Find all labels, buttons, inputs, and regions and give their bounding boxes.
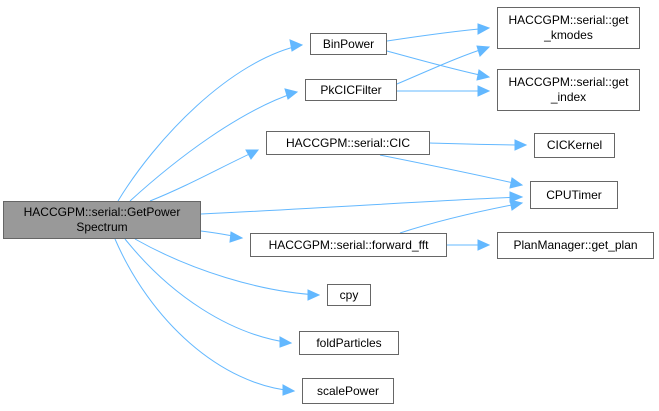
edge-root-foldparticles	[124, 238, 292, 344]
arrowhead-cic-cputimer	[509, 177, 524, 189]
arrowhead-root-scalepower	[282, 384, 296, 396]
arrowhead-root-forward-fft	[229, 231, 244, 243]
edge-root-binpower	[117, 44, 303, 202]
node-foldparticles[interactable]: foldParticles	[299, 331, 399, 355]
node-getpowerspectrum[interactable]: HACCGPM::serial::GetPower Spectrum	[3, 201, 201, 239]
node-forward-fft-label: HACCGPM::serial::forward_fft	[268, 237, 429, 252]
node-get-kmodes[interactable]: HACCGPM::serial::get _kmodes	[497, 7, 640, 49]
node-get-index-line2: _index	[550, 90, 587, 104]
edge-binpower-index	[386, 50, 490, 78]
arrowhead-pkcic-index	[477, 85, 491, 97]
node-cputimer-label: CPUTimer	[546, 187, 602, 202]
node-cickernel[interactable]: CICKernel	[534, 133, 615, 158]
edge-cic-cputimer	[379, 154, 523, 186]
edge-root-pkcicfilter	[129, 91, 298, 202]
edge-fft-cputimer	[399, 202, 523, 234]
node-planmanager-get-plan[interactable]: PlanManager::get_plan	[497, 232, 654, 259]
node-get-index[interactable]: HACCGPM::serial::get _index	[497, 69, 640, 111]
node-binpower[interactable]: BinPower	[310, 33, 387, 55]
arrowhead-pkcic-kmodes	[476, 45, 491, 57]
edge-root-scalepower	[114, 238, 295, 392]
node-foldparticles-label: foldParticles	[316, 335, 382, 350]
node-pkcicfilter[interactable]: PkCICFilter	[305, 79, 397, 101]
arrowhead-root-cputimer	[509, 191, 524, 203]
arrowhead-binpower-index	[476, 69, 491, 81]
node-pkcicfilter-label: PkCICFilter	[320, 82, 382, 97]
node-cickernel-label: CICKernel	[546, 138, 603, 152]
node-cputimer[interactable]: CPUTimer	[530, 181, 618, 209]
arrowhead-root-cic	[245, 149, 260, 160]
arrowhead-root-pkcicfilter	[284, 88, 299, 100]
arrowhead-root-foldparticles	[279, 336, 293, 348]
arrowhead-root-binpower	[289, 39, 304, 52]
edge-binpower-kmodes	[386, 27, 490, 42]
node-scalepower-label: scalePower	[316, 383, 380, 398]
edge-root-cpy	[134, 238, 320, 296]
node-cpy-label: cpy	[339, 287, 359, 302]
edge-root-cic	[149, 149, 259, 202]
node-binpower-label: BinPower	[322, 36, 375, 51]
node-get-kmodes-line2: _kmodes	[544, 28, 593, 42]
edge-pkcic-kmodes	[396, 46, 490, 85]
node-forward-fft[interactable]: HACCGPM::serial::forward_fft	[250, 233, 447, 257]
node-get-index-line1: HACCGPM::serial::get	[508, 75, 629, 89]
arrowhead-binpower-kmodes	[477, 23, 491, 35]
edge-root-cputimer	[200, 196, 523, 215]
node-cic[interactable]: HACCGPM::serial::CIC	[266, 131, 430, 155]
edge-cic-cickernel	[429, 142, 527, 146]
node-cic-label: HACCGPM::serial::CIC	[285, 135, 410, 150]
arrowhead-fft-cputimer	[509, 199, 524, 211]
arrowhead-cic-cickernel	[514, 139, 528, 151]
node-cpy[interactable]: cpy	[327, 284, 371, 306]
node-scalepower[interactable]: scalePower	[302, 378, 394, 404]
arrowhead-fft-getplan	[477, 239, 491, 251]
node-get-kmodes-line1: HACCGPM::serial::get	[508, 13, 629, 27]
node-get-plan-label: PlanManager::get_plan	[513, 238, 638, 252]
node-getpowerspectrum-line2: Spectrum	[76, 220, 128, 234]
node-getpowerspectrum-line1: HACCGPM::serial::GetPower	[23, 205, 181, 219]
arrowhead-root-cpy	[307, 289, 321, 301]
